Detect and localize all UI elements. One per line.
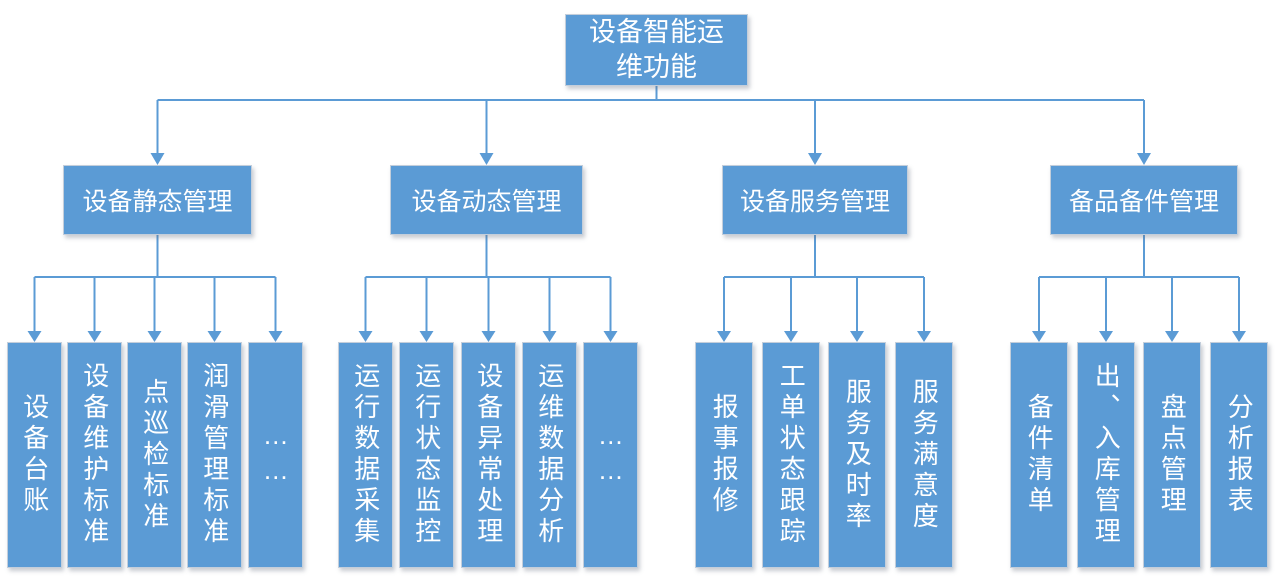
- leaf-status-monitoring: 运行状态监控: [399, 342, 454, 568]
- leaf-inbound-outbound-mgmt: 出、入库管理: [1077, 342, 1135, 568]
- leaf-incident-repair-report: 报事报修: [695, 342, 753, 568]
- leaf-static-ellipsis: ……: [248, 342, 303, 568]
- leaf-spare-parts-list: 备件清单: [1010, 342, 1068, 568]
- leaf-inspection-standard: 点巡检标准: [127, 342, 182, 568]
- leaf-analysis-reports: 分析报表: [1210, 342, 1268, 568]
- leaf-maintenance-standard: 设备维护标准: [67, 342, 122, 568]
- branch-static-management: 设备静态管理: [63, 165, 252, 235]
- leaf-dynamic-ellipsis: ……: [583, 342, 638, 568]
- branch-spare-parts-management: 备品备件管理: [1050, 165, 1238, 235]
- leaf-lubrication-standard: 润滑管理标准: [187, 342, 242, 568]
- leaf-service-satisfaction: 服务满意度: [895, 342, 953, 568]
- leaf-exception-handling: 设备异常处理: [461, 342, 516, 568]
- leaf-data-collection: 运行数据采集: [338, 342, 393, 568]
- leaf-om-data-analysis: 运维数据分析: [522, 342, 577, 568]
- leaf-equipment-ledger: 设备台账: [7, 342, 62, 568]
- branch-dynamic-management: 设备动态管理: [390, 165, 583, 235]
- node-root: 设备智能运维功能: [565, 14, 748, 86]
- leaf-service-timeliness: 服务及时率: [828, 342, 886, 568]
- leaf-work-order-tracking: 工单状态跟踪: [762, 342, 820, 568]
- branch-service-management: 设备服务管理: [722, 165, 908, 235]
- leaf-stocktaking-management: 盘点管理: [1143, 342, 1201, 568]
